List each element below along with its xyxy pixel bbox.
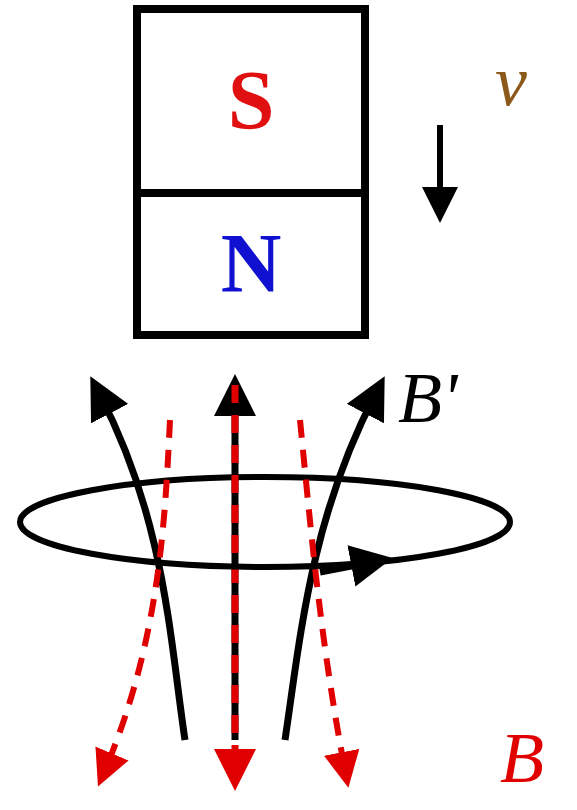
magnet-field-line: [105, 420, 170, 770]
pole-letter: S: [228, 59, 275, 143]
velocity-arrow: [437, 125, 443, 205]
field-label: B': [398, 362, 457, 434]
pole-letter: N: [221, 222, 282, 306]
magnet-field-line: [300, 420, 345, 770]
magnet-pole: S: [133, 5, 369, 197]
induced-field-line: [100, 395, 185, 740]
field-label: B: [500, 722, 544, 794]
field-label: v: [495, 45, 527, 117]
magnet-field-line: [232, 385, 239, 770]
magnet-pole: N: [133, 189, 369, 339]
current-arrow: [320, 562, 372, 572]
loop-front: [20, 522, 510, 567]
loop-back: [20, 477, 510, 522]
